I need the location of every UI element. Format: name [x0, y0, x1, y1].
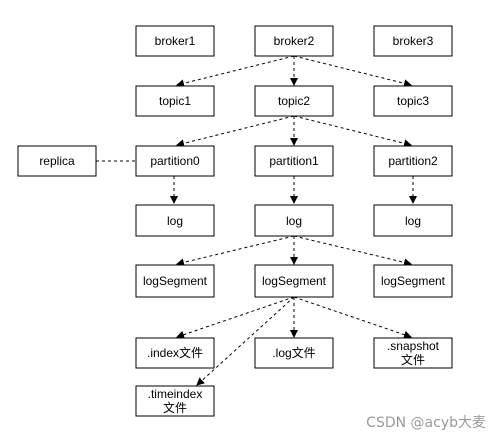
node-topic1: topic1: [135, 85, 215, 117]
node-log2: log: [373, 204, 453, 237]
node-logsegment2: logSegment: [373, 264, 453, 298]
watermark: CSDN @acyb大麦: [366, 415, 486, 431]
node-partition2: partition2: [373, 145, 453, 177]
node-broker3-label: broker3: [393, 34, 434, 48]
node-topic2: topic2: [254, 85, 334, 117]
edge-logsegment-snapshot: [293, 296, 412, 339]
node-logsegment0-label: logSegment: [143, 274, 208, 288]
node-logsegment0: logSegment: [135, 264, 215, 298]
node-partition0: partition0: [135, 145, 215, 177]
node-snapshot-file-label-line2: 文件: [401, 352, 425, 367]
node-log0: log: [135, 204, 215, 237]
node-broker3: broker3: [373, 25, 453, 57]
node-log-file: .log文件: [254, 337, 334, 369]
edge-log-logsegment2: [293, 235, 412, 267]
node-partition1-label: partition1: [269, 154, 319, 168]
node-timeindex-file: .timeindex 文件: [135, 385, 215, 417]
node-log1-label: log: [286, 214, 302, 228]
node-log-file-label: .log文件: [272, 345, 315, 360]
node-topic3: topic3: [373, 85, 453, 117]
edge-logsegment-index: [176, 296, 295, 339]
node-partition0-label: partition0: [150, 154, 200, 168]
node-index-file-label: .index文件: [147, 345, 203, 360]
node-topic3-label: topic3: [397, 94, 429, 108]
node-snapshot-file-label-line1: .snapshot: [387, 339, 440, 353]
edges: [96, 55, 417, 386]
node-logsegment1: logSegment: [254, 264, 334, 298]
node-logsegment1-label: logSegment: [262, 274, 327, 288]
edge-broker2-topic1: [176, 55, 295, 88]
edge-logsegment-timeindex: [196, 296, 295, 386]
node-timeindex-file-label-line1: .timeindex: [148, 387, 203, 401]
edge-topic2-partition0: [176, 115, 295, 148]
edge-topic2-partition2: [293, 115, 412, 148]
node-broker1: broker1: [135, 25, 215, 57]
node-index-file: .index文件: [135, 337, 215, 369]
node-log2-label: log: [405, 214, 421, 228]
node-partition2-label: partition2: [388, 154, 438, 168]
edge-broker2-topic3: [293, 55, 412, 88]
node-topic2-label: topic2: [278, 94, 310, 108]
node-replica: replica: [17, 145, 97, 177]
node-broker1-label: broker1: [155, 34, 196, 48]
node-log0-label: log: [167, 214, 183, 228]
node-topic1-label: topic1: [159, 94, 191, 108]
node-log1: log: [254, 204, 334, 237]
node-logsegment2-label: logSegment: [381, 274, 446, 288]
node-replica-label: replica: [39, 154, 75, 168]
edge-log-logsegment0: [176, 235, 295, 267]
node-timeindex-file-label-line2: 文件: [163, 400, 187, 415]
node-partition1: partition1: [254, 145, 334, 177]
node-broker2-label: broker2: [274, 34, 315, 48]
node-snapshot-file: .snapshot 文件: [373, 337, 453, 369]
node-broker2: broker2: [254, 25, 334, 57]
